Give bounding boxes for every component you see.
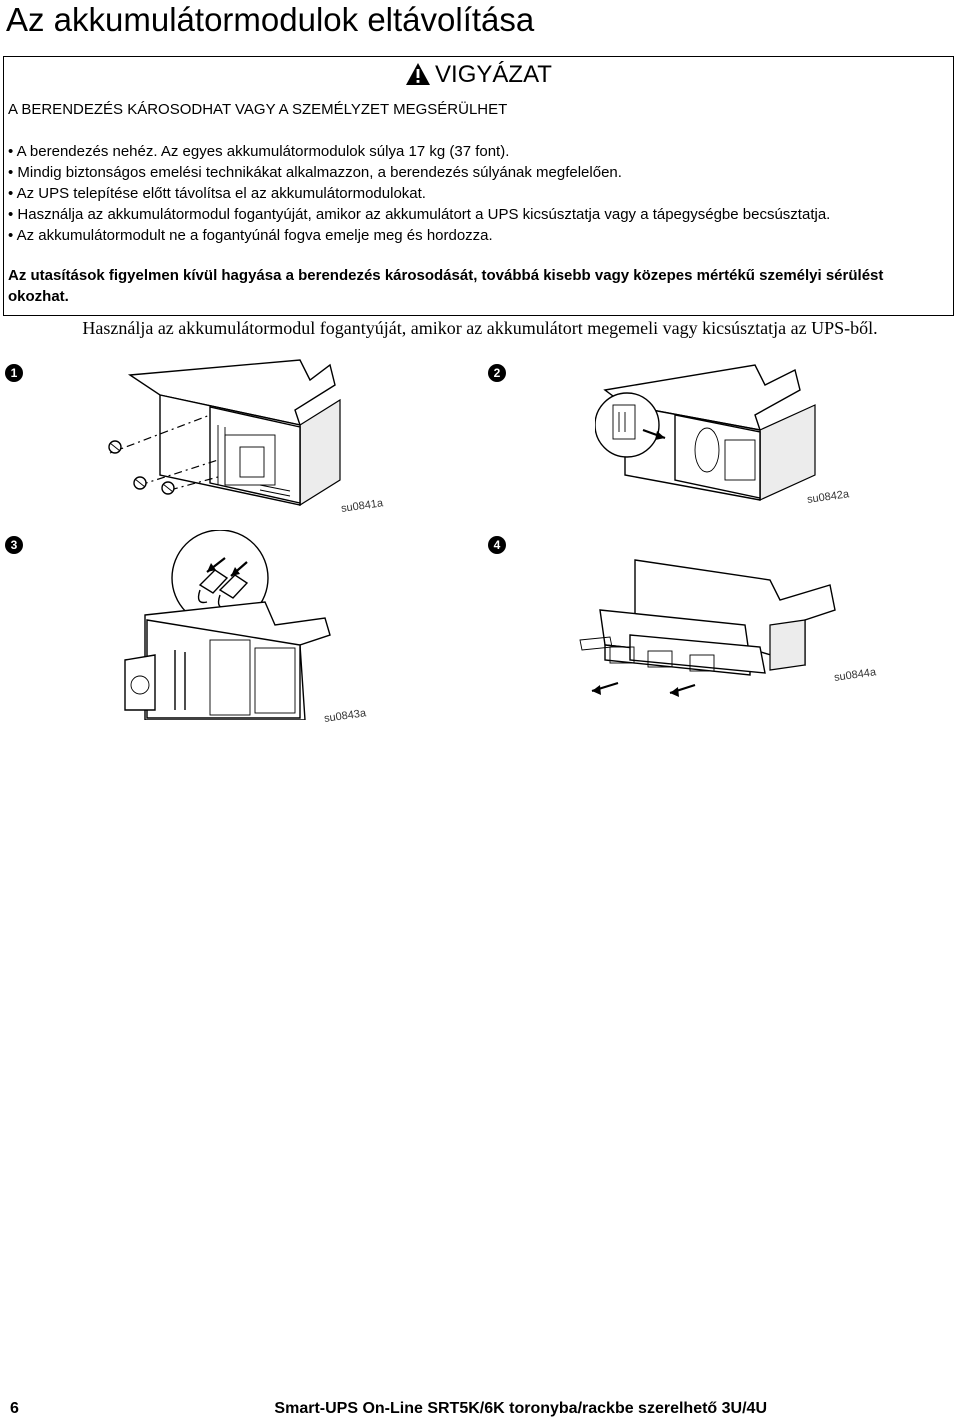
warning-triangle-icon — [406, 63, 431, 85]
warning-box: VIGYÁZAT A BERENDEZÉS KÁROSODHAT VAGY A … — [3, 56, 954, 316]
page-title: Az akkumulátormodulok eltávolítása — [6, 1, 535, 38]
warning-note: Az utasítások figyelmen kívül hagyása a … — [8, 267, 884, 305]
screw-icon — [133, 476, 147, 490]
step-number-1: 1 — [5, 364, 23, 382]
list-item: • Az UPS telepítése előtt távolítsa el a… — [8, 185, 426, 202]
warning-list: • A berendezés nehéz. Az egyes akkumulát… — [8, 141, 830, 246]
step-number-2: 2 — [488, 364, 506, 382]
list-item: • A berendezés nehéz. Az egyes akkumulát… — [8, 143, 510, 160]
warning-subheading: A BERENDEZÉS KÁROSODHAT VAGY A SZEMÉLYZE… — [8, 101, 508, 118]
list-item: • Használja az akkumulátormodul fogantyú… — [8, 206, 831, 223]
page-number: 6 — [10, 1400, 19, 1417]
bracket-slide-illustration — [595, 364, 816, 501]
screw-icon — [108, 440, 122, 454]
screw-removal-illustration — [108, 359, 341, 507]
list-item: • Mindig biztonságos emelési technikákat… — [8, 164, 622, 181]
battery-pull-out-illustration — [579, 559, 836, 697]
step-number-4: 4 — [488, 536, 506, 554]
screw-icon — [161, 481, 175, 495]
step-number-3: 3 — [5, 536, 23, 554]
warning-heading: VIGYÁZAT — [4, 61, 953, 89]
instruction-text: Használja az akkumulátormodul fogantyújá… — [82, 318, 878, 338]
list-item: • Az akkumulátormodult ne a fogantyúnál … — [8, 227, 493, 244]
warning-heading-label: VIGYÁZAT — [435, 61, 552, 88]
footer-title: Smart-UPS On-Line SRT5K/6K toronyba/rack… — [274, 1400, 767, 1417]
connector-disconnect-illustration — [124, 530, 331, 720]
